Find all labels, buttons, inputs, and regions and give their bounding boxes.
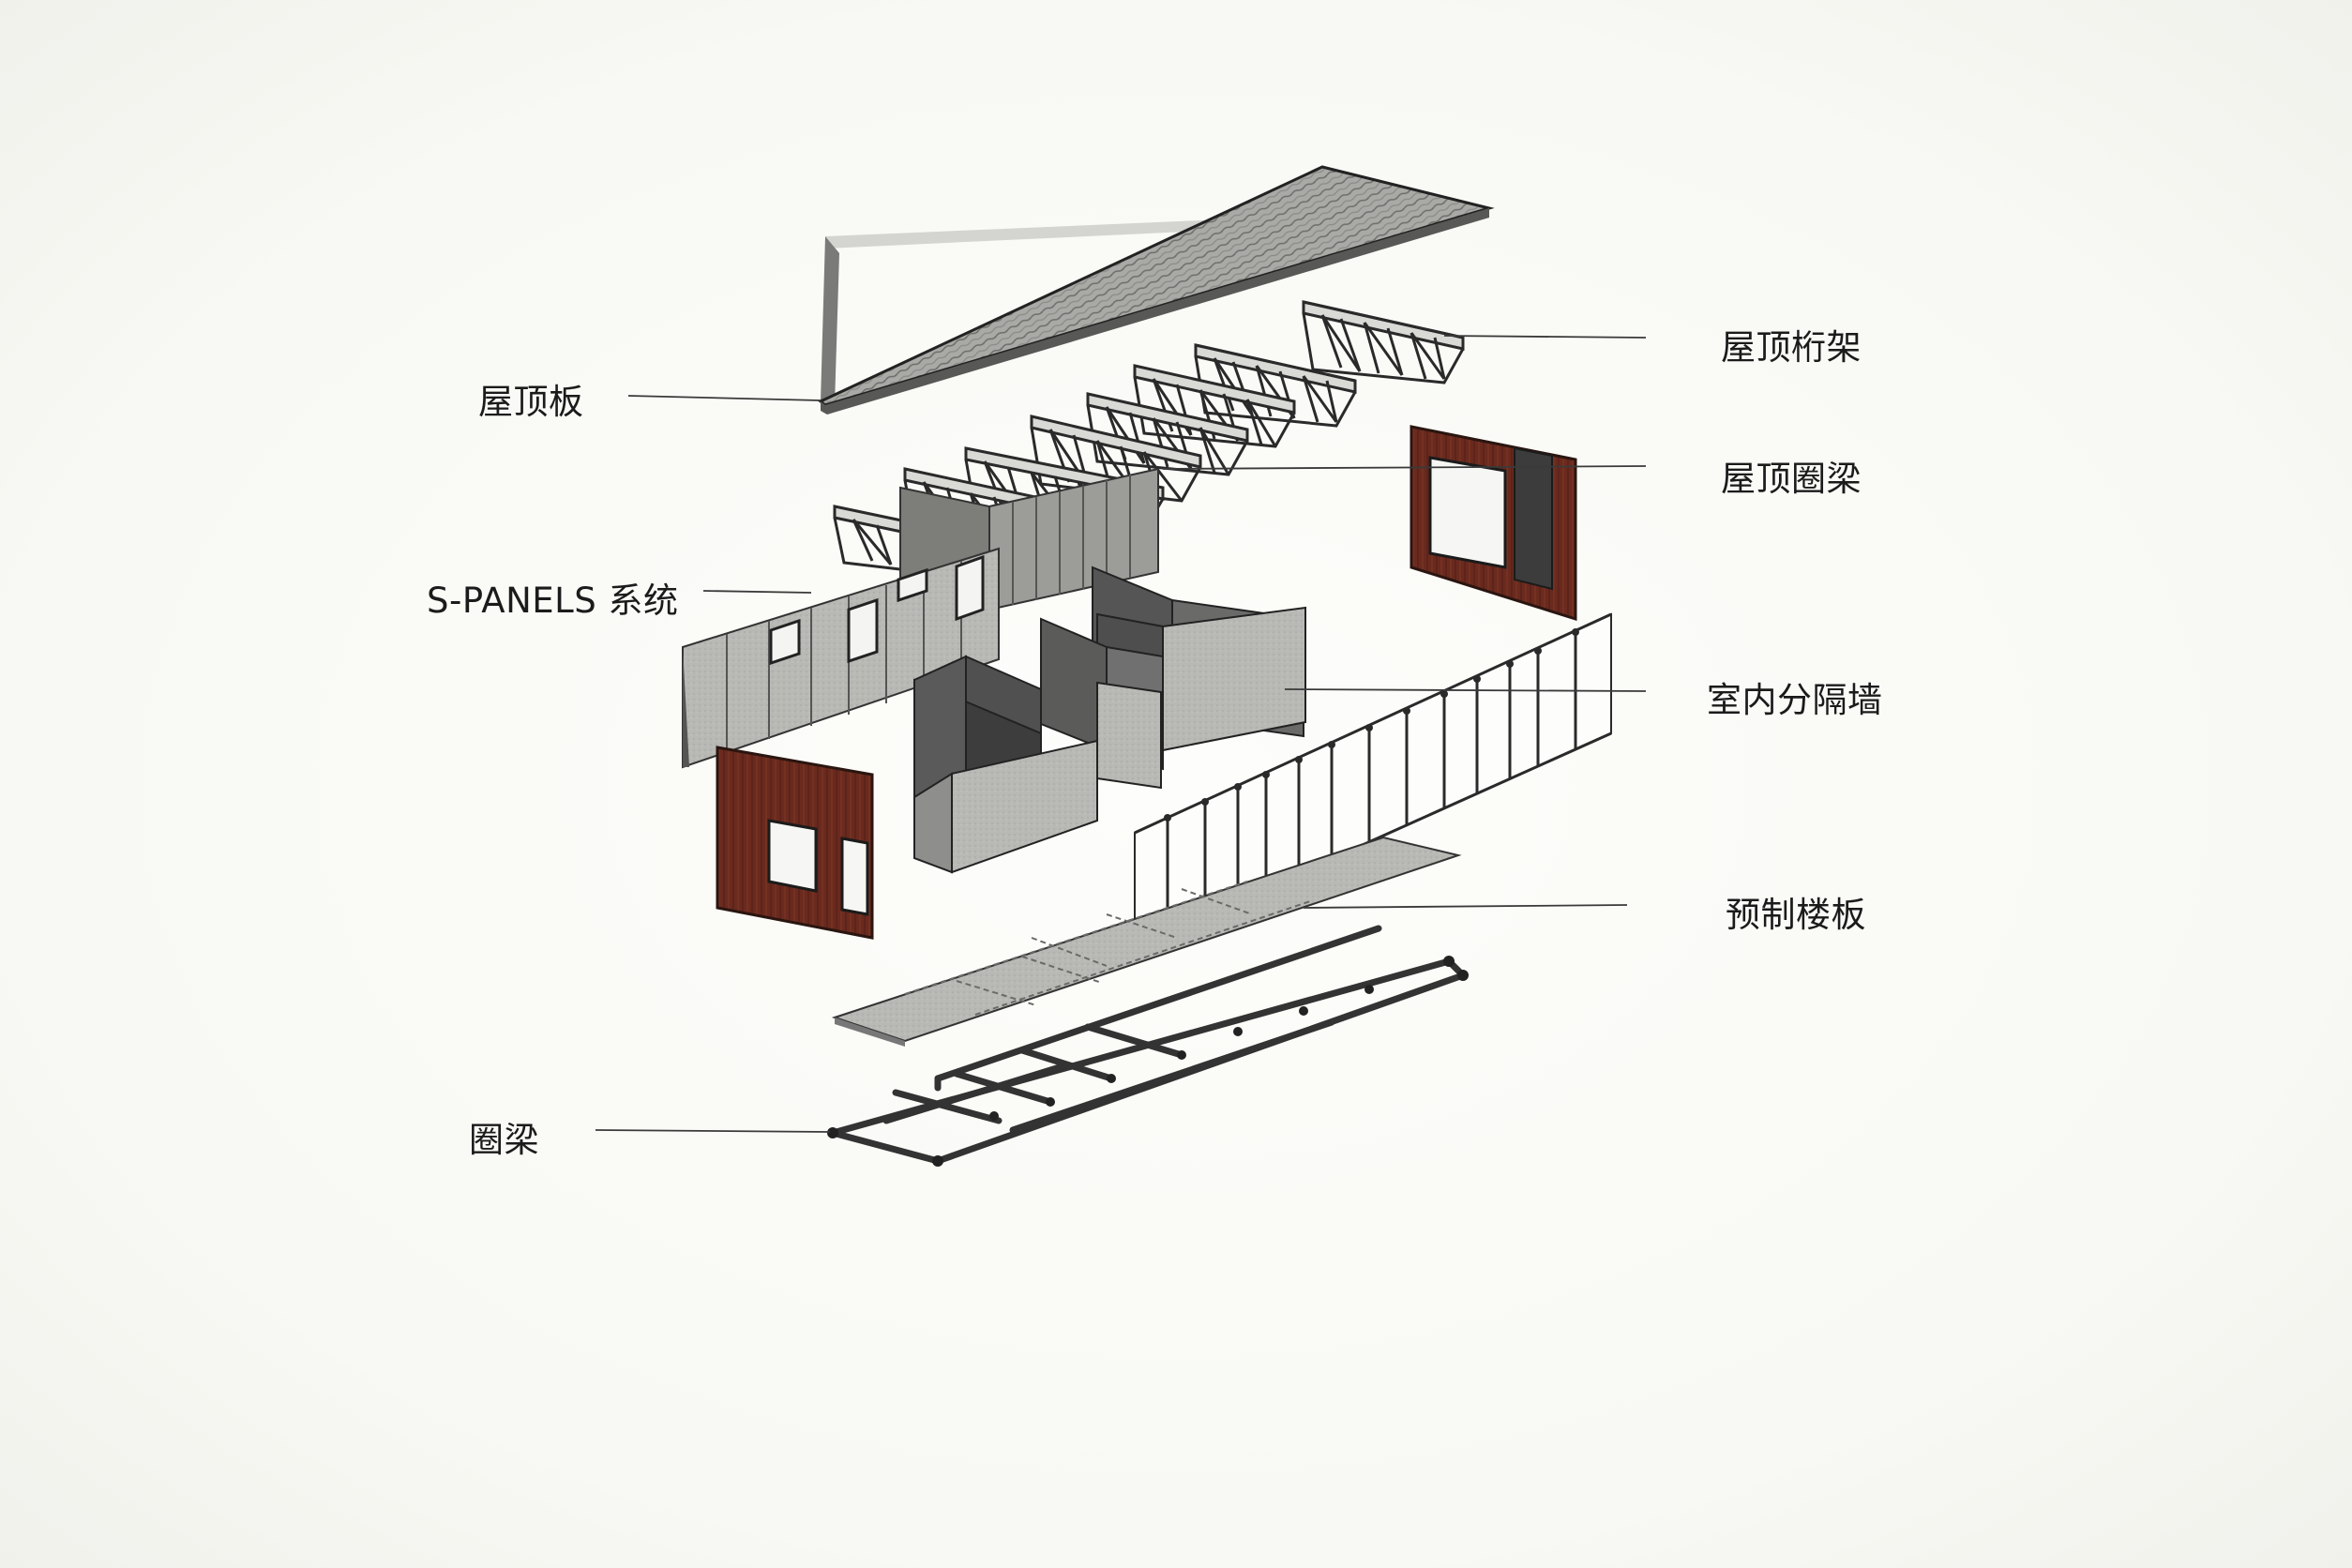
interior-partition-walls-graphic [913,565,1306,874]
ring-beam-grid-graphic [827,925,1469,1167]
label-roof-truss: 屋顶桁架 [1721,327,1862,368]
label-partition-wall: 室内分隔墙 [1707,680,1883,720]
label-roof-panel: 屋顶板 [478,382,584,422]
label-precast-floor: 预制楼板 [1726,895,1866,935]
wall-frame-graphic [1134,612,1612,949]
wood-end-wall-left-graphic [716,746,874,940]
wood-end-wall-right-graphic [1410,425,1577,622]
s-panels-wall-graphic [682,547,1000,769]
roof-panel-graphic [818,165,1495,415]
label-roof-ring-beam: 屋顶圈梁 [1721,459,1862,499]
label-s-panels: S-PANELS 系统 [427,580,679,621]
precast-floor-graphic [831,836,1462,1047]
leader-lines [595,335,1647,1133]
label-ring-beam: 圈梁 [469,1120,539,1160]
